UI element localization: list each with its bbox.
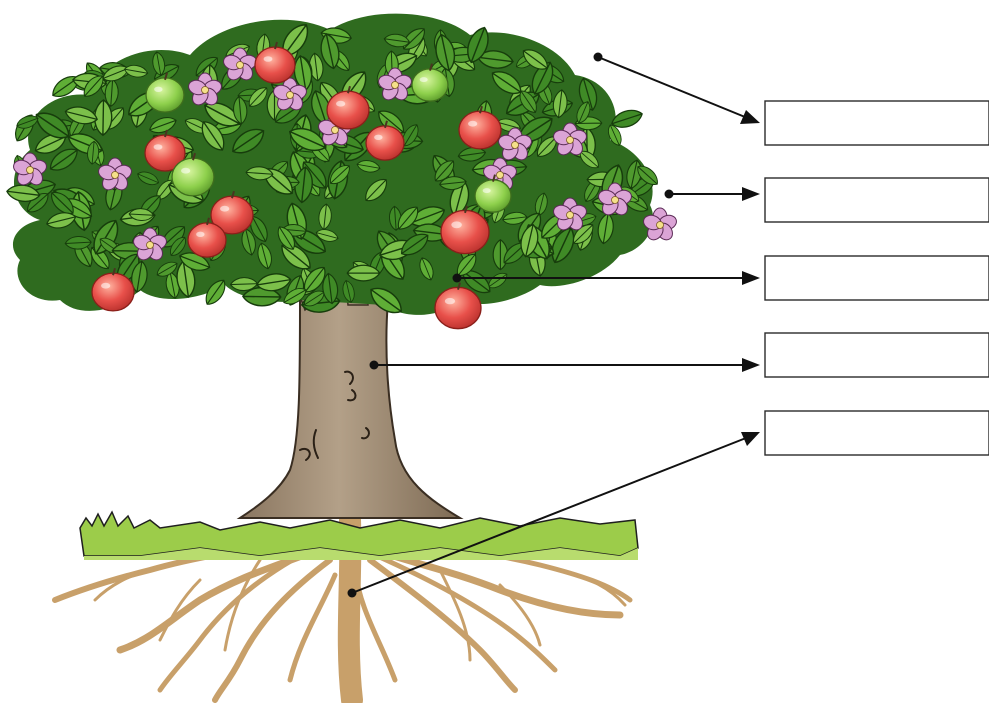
label-box-roots[interactable] — [765, 411, 989, 455]
label-box-trunk[interactable] — [765, 333, 989, 377]
label-boxes — [765, 101, 989, 455]
label-box-leaves[interactable] — [765, 101, 989, 145]
leaf-icon — [347, 265, 379, 281]
leader-leaves — [594, 53, 761, 125]
leader-flowers — [665, 187, 761, 201]
leader-trunk — [370, 358, 761, 372]
label-box-fruits[interactable] — [765, 256, 989, 300]
label-box-flowers[interactable] — [765, 178, 989, 222]
